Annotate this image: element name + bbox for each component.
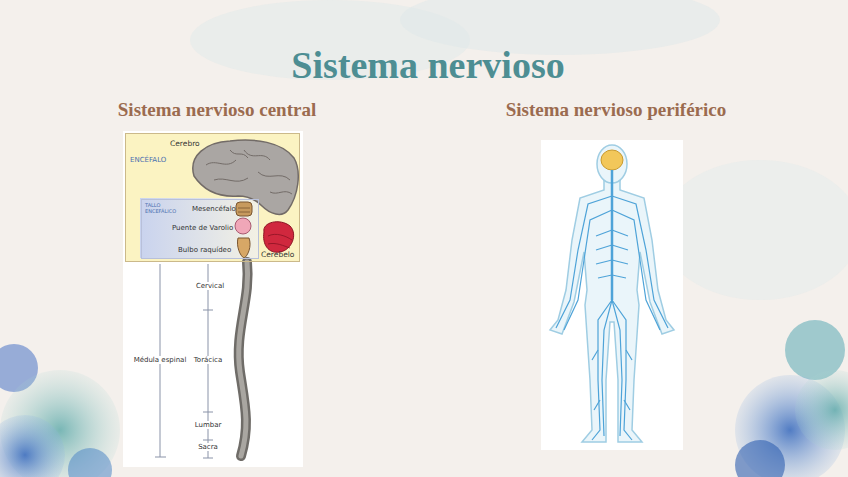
segment-label: Torácica	[193, 356, 223, 364]
part-label: Médula espinal	[133, 356, 188, 364]
brainstem-icons	[235, 202, 294, 258]
image-panel	[541, 140, 683, 450]
encephalon-box: ENCÉFALO CerebroCerebelo TALLO ENCEFÁLICO M…	[125, 133, 300, 262]
image-panel	[123, 131, 303, 467]
encephalon-fill	[125, 133, 300, 262]
part-label: Cerebro	[170, 140, 200, 149]
part-label: Puente de Varolio	[172, 224, 233, 232]
brainstem-fill	[140, 198, 258, 258]
nerve-lines	[556, 170, 668, 440]
section-heading: Sistema nervioso periférico	[506, 99, 727, 121]
section-heading: Sistema nervioso central	[118, 99, 316, 121]
part-label: Bulbo raquídeo	[178, 246, 231, 254]
part-label: Cerebelo	[261, 251, 294, 260]
slide-title: Sistema nervioso	[291, 44, 564, 88]
segment-label: Lumbar	[194, 421, 223, 429]
segment-label: Cervical	[195, 282, 225, 290]
part-label: Mesencéfalo	[192, 205, 236, 213]
spinal-cord	[239, 262, 248, 456]
segment-label: Sacra	[197, 443, 219, 451]
brainstem-box: TALLO ENCEFÁLICO MesencéfaloPuente de Var…	[141, 199, 259, 259]
region-label: ENCÉFALO	[130, 156, 166, 164]
region-label: TALLO ENCEFÁLICO	[145, 203, 175, 214]
body-figure	[550, 145, 674, 442]
